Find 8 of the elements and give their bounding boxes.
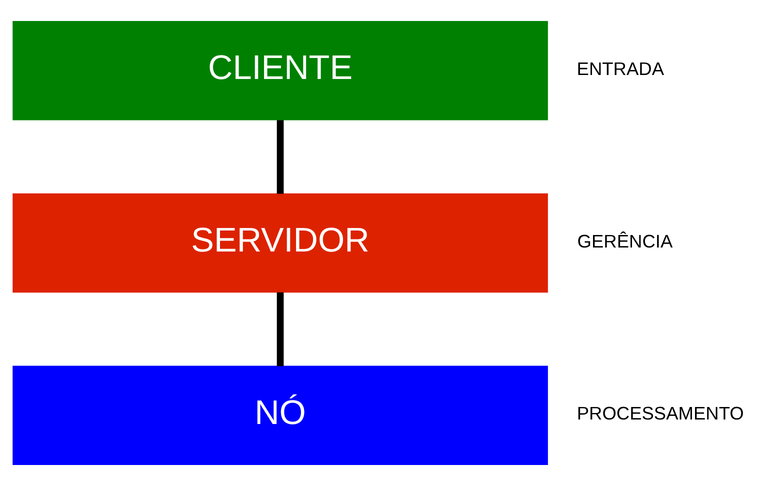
node-label: ENTRADA xyxy=(576,57,664,78)
node-label: GERÊNCIA xyxy=(577,230,673,251)
node-box: CLIENTE xyxy=(12,20,548,120)
connector xyxy=(276,120,284,194)
node-box: SERVIDOR xyxy=(12,192,548,292)
node-box: NÓ xyxy=(12,365,548,464)
connector xyxy=(276,292,284,366)
node-label: PROCESSAMENTO xyxy=(576,402,744,424)
